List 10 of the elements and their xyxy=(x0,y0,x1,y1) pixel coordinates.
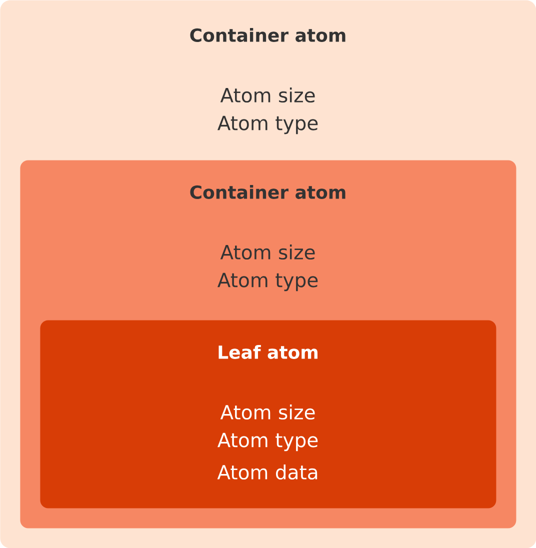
box-heading: Container atom xyxy=(190,28,346,42)
field-label: Atom size xyxy=(220,244,315,260)
field-label: Atom data xyxy=(217,464,318,480)
box-heading: Container atom xyxy=(190,185,346,199)
field-label: Atom size xyxy=(220,87,315,103)
field-label: Atom type xyxy=(218,272,318,292)
box-heading: Leaf atom xyxy=(218,345,318,359)
field-label: Atom type xyxy=(218,116,318,134)
field-label: Atom size xyxy=(220,404,315,420)
field-label: Atom type xyxy=(218,432,318,452)
